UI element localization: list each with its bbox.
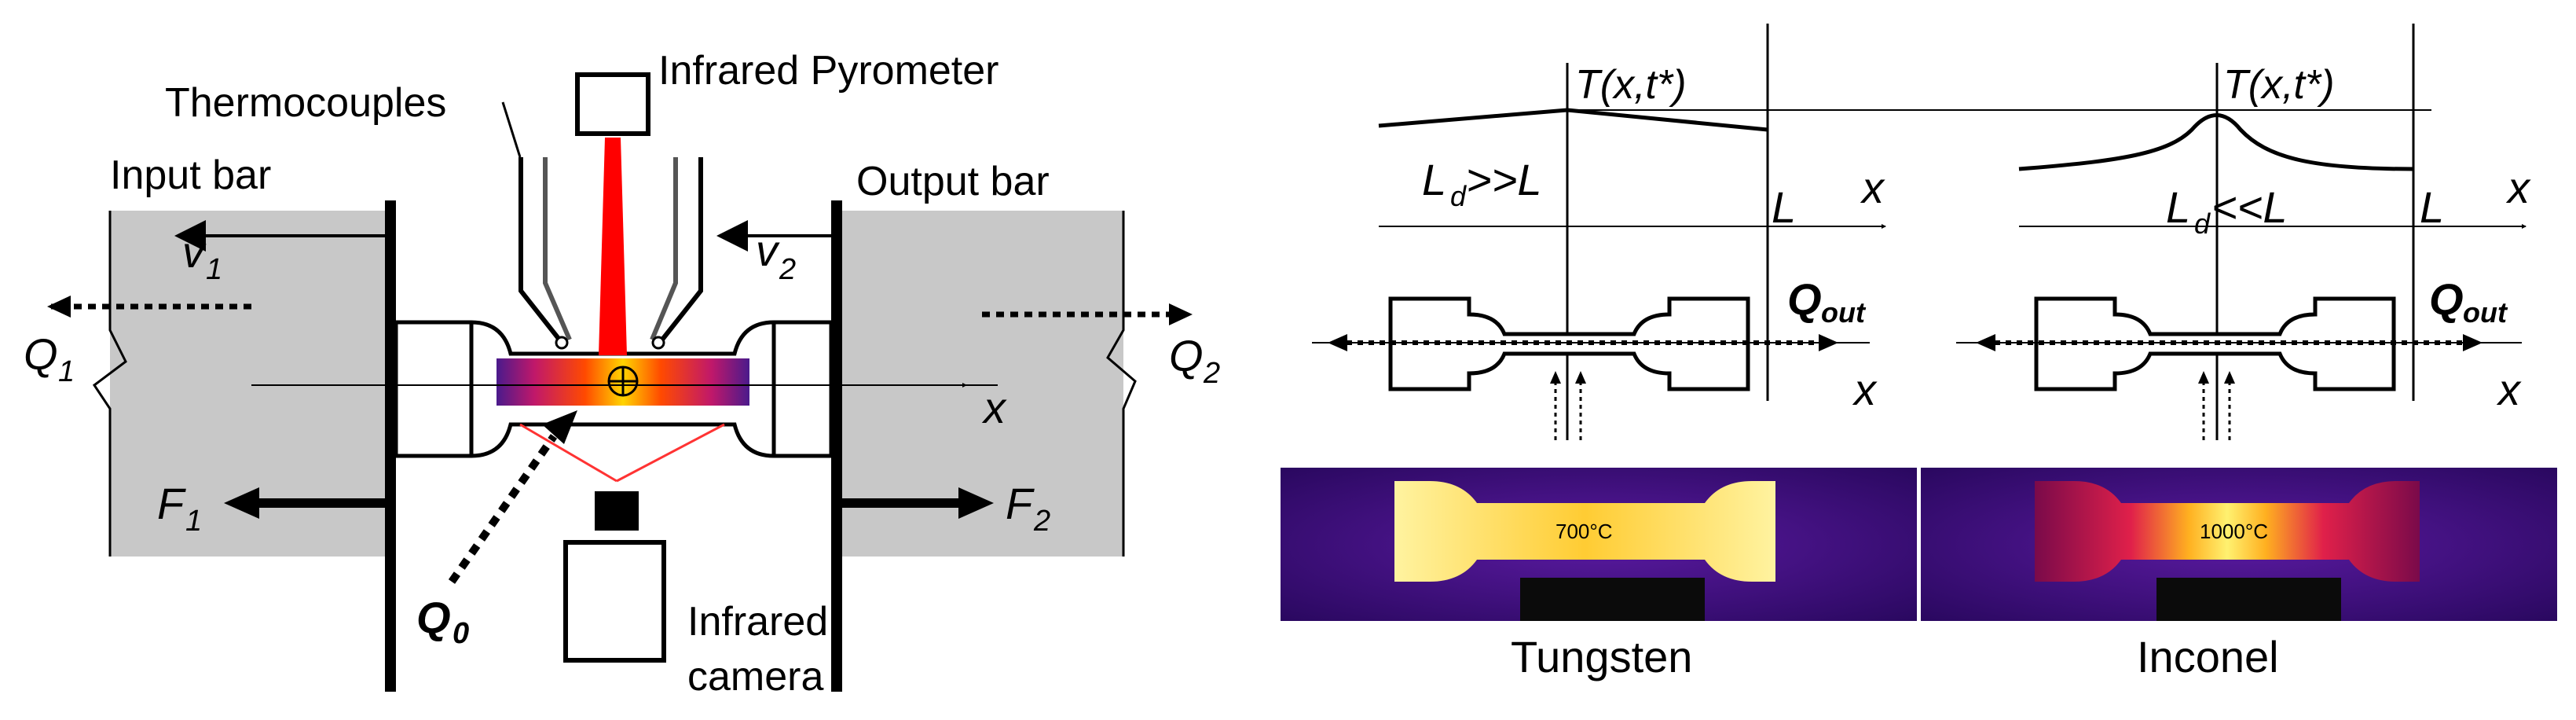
label-q2: Q <box>1169 331 1204 380</box>
label-f2: F <box>1006 479 1035 528</box>
label-q0-sub: 0 <box>453 617 469 650</box>
inconel-up-head-2 <box>2224 371 2235 384</box>
camera-lens <box>595 491 639 531</box>
camera-ray-right <box>616 423 725 483</box>
tungsten-q-sub: out <box>1821 296 1867 329</box>
label-infrared-camera-line1: Infrared <box>687 599 828 645</box>
tc-junction-left <box>555 336 569 350</box>
tungsten-ld-relation: >>L <box>1466 155 1542 204</box>
pyrometer-box <box>575 72 650 136</box>
inconel-length-label: L <box>2420 182 2444 232</box>
f1-arrowhead <box>224 487 259 519</box>
output-flange <box>831 200 842 692</box>
inconel-q-main: Q <box>2429 274 2464 324</box>
camera-ray-left <box>519 423 617 483</box>
inconel-temperature: 1000°C <box>2200 520 2268 543</box>
thermocouples-leader <box>501 101 522 158</box>
inconel-q-sub: out <box>2463 296 2508 329</box>
inconel-temperature-profile <box>2018 113 2414 171</box>
thermocouple-1 <box>518 157 562 341</box>
inconel-up-head-1 <box>2198 371 2209 384</box>
inconel-thermal-image <box>1921 468 2557 621</box>
inconel-flux-head-right <box>2463 334 2483 351</box>
inconel-ld-relation: <<L <box>2211 182 2288 232</box>
tungsten-up-head-2 <box>1575 371 1586 384</box>
label-q1-sub: 1 <box>58 355 75 388</box>
tungsten-length-label: L <box>1772 182 1796 232</box>
label-v2-sub: 2 <box>779 253 796 286</box>
label-v1: v <box>182 227 207 277</box>
tungsten-flux-head-right <box>1819 334 1838 351</box>
inconel-material-label: Inconel <box>2137 632 2279 681</box>
thermocouple-2 <box>543 157 572 341</box>
tungsten-flux-head-left <box>1328 334 1347 351</box>
tungsten-ld-sub: d <box>1450 180 1467 212</box>
inconel-specimen-x-label: x <box>2496 365 2522 414</box>
tungsten-q-main: Q <box>1787 274 1822 324</box>
camera-body <box>563 540 666 663</box>
q0-arrow <box>448 434 558 584</box>
inconel-flux-head-left <box>1976 334 1995 351</box>
tungsten-temperature: 700°C <box>1555 520 1613 543</box>
label-f2-sub: 2 <box>1033 505 1050 538</box>
label-v2: v <box>756 226 780 275</box>
inconel-profile-label: T(x,t*) <box>2223 62 2335 108</box>
label-f1-sub: 1 <box>185 505 202 538</box>
break-mark-right <box>1106 211 1137 557</box>
tungsten-profile-label: T(x,t*) <box>1575 62 1687 108</box>
label-f1: F <box>157 479 186 528</box>
inconel-x-label: x <box>2505 163 2531 212</box>
label-q0: Q <box>416 593 451 642</box>
right-panel: T(x,t*) L d >>L L x Q out x 700°C Tungst… <box>1281 24 2557 681</box>
label-thermocouples: Thermocouples <box>165 80 446 126</box>
tungsten-material-label: Tungsten <box>1511 632 1692 681</box>
tungsten-specimen-x-label: x <box>1852 365 1878 414</box>
label-q2-sub: 2 <box>1203 357 1220 390</box>
tungsten-temperature-profile <box>1378 108 1768 132</box>
q0-arrowhead <box>542 410 577 444</box>
tungsten-ld-main: L <box>1422 155 1446 204</box>
label-v1-sub: 1 <box>206 253 222 286</box>
label-q1: Q <box>24 329 58 379</box>
pyrometer-beam <box>599 138 627 355</box>
q2-arrowhead <box>1169 303 1193 325</box>
input-flange <box>385 200 396 692</box>
f2-arrowhead <box>958 487 994 519</box>
inconel-ld-sub: d <box>2194 208 2211 240</box>
label-input-bar: Input bar <box>110 152 271 198</box>
tungsten-x-label: x <box>1860 163 1885 212</box>
thermocouple-3 <box>650 157 678 341</box>
thermocouple-4 <box>660 157 703 341</box>
tungsten-thermal-image <box>1281 468 1917 621</box>
label-infrared-camera-line2: camera <box>687 654 823 700</box>
inconel-ld-main: L <box>2166 182 2190 232</box>
label-x-axis: x <box>981 383 1007 432</box>
label-output-bar: Output bar <box>856 159 1050 204</box>
tungsten-up-head-1 <box>1550 371 1561 384</box>
q1-arrowhead <box>47 296 71 318</box>
break-mark-left <box>92 211 127 557</box>
label-infrared-pyrometer: Infrared Pyrometer <box>658 48 999 94</box>
left-panel: Infrared Pyrometer Thermocouples Input b… <box>24 48 1220 700</box>
tc-junction-right <box>651 336 665 350</box>
